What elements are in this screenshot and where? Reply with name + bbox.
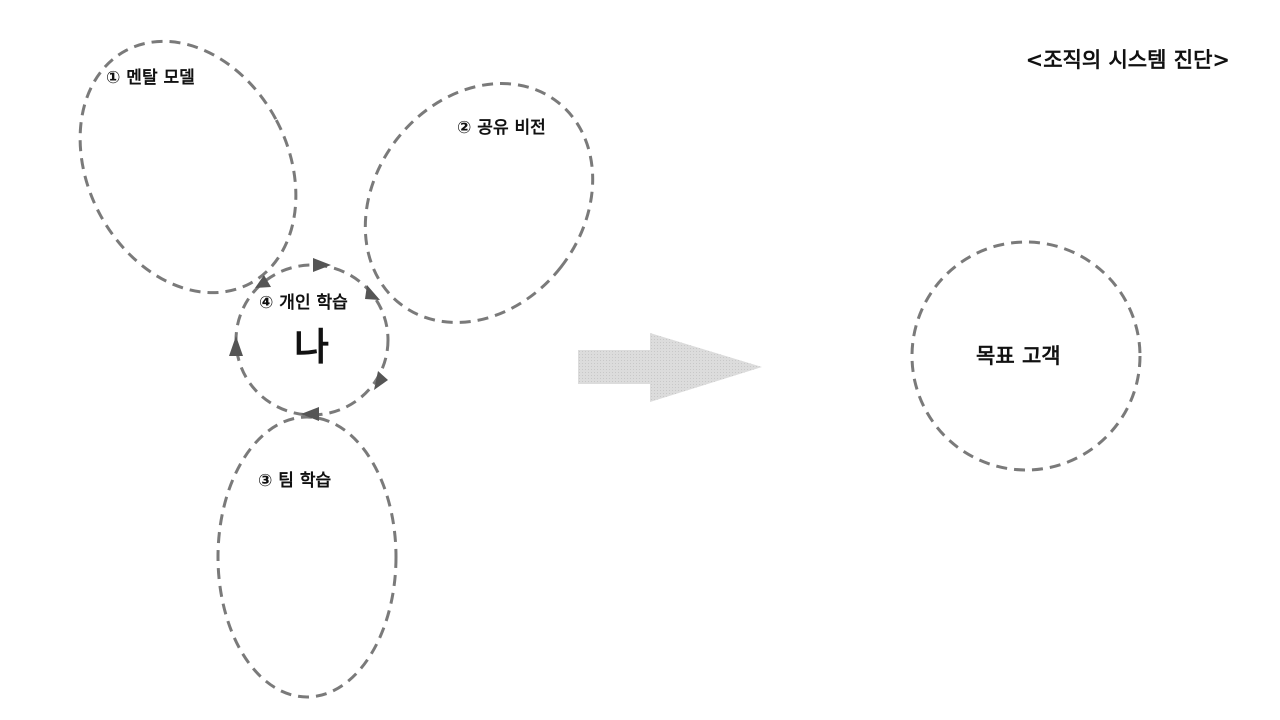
cycle-arrowhead-top (313, 258, 331, 272)
big-arrow (578, 333, 762, 402)
target-customer-label: 목표 고객 (976, 344, 1061, 368)
cycle-arrowhead-upper-left (255, 275, 271, 288)
diagram-title: <조직의 시스템 진단> (1025, 48, 1230, 72)
personal-learning-label: ④ 개인 학습 (259, 293, 348, 313)
team-learning-ellipse (216, 415, 398, 699)
cycle-arrowhead-right (365, 285, 380, 300)
mental-model-ellipse (78, 39, 298, 295)
shared-vision-ellipse (363, 82, 595, 324)
shared-vision-label: ② 공유 비전 (457, 118, 546, 138)
target-customer-circle (910, 240, 1142, 472)
mental-model-label: ① 멘탈 모델 (106, 68, 195, 88)
cycle-arrowhead-bottom-right (374, 371, 388, 390)
cycle-arrowhead-bottom (301, 407, 319, 421)
team-learning-label: ③ 팀 학습 (258, 471, 332, 491)
center-me-label: 나 (294, 325, 329, 369)
cycle-arrowhead-left (229, 336, 243, 356)
